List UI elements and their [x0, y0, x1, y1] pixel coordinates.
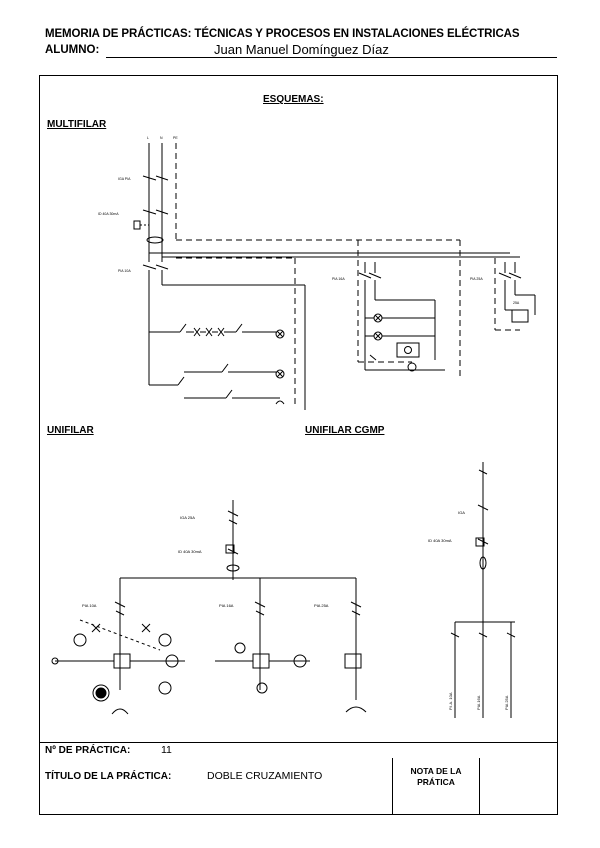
- unifilar-cgmp-diagram: IGA ID 40A 30mA P.I.A. 10A PIA 16A PIA 2…: [428, 462, 516, 718]
- drawing-frame: [39, 75, 558, 815]
- mf-circuit25-label: 25A: [513, 301, 520, 305]
- unifilar-cgmp-title: UNIFILAR CGMP: [305, 425, 385, 436]
- cgmp-iga-label: IGA: [458, 510, 465, 515]
- mf-iga-label: IGA PIA: [118, 177, 131, 181]
- multifilar-title: MULTIFILAR: [47, 119, 107, 130]
- practice-number: 11: [161, 744, 172, 756]
- unifilar-title: UNIFILAR: [47, 425, 94, 436]
- cgmp-pia25-label: PIA 25A: [504, 695, 509, 710]
- student-label: ALUMNO:: [45, 44, 100, 56]
- practice-title-label: TÍTULO DE LA PRÁCTICA:: [45, 771, 172, 782]
- grade-right-border: [479, 758, 480, 815]
- schemes-title: ESQUEMAS:: [263, 94, 324, 105]
- mf-pia10-label: PIA 10A: [118, 269, 131, 273]
- practice-title: DOBLE CRUZAMIENTO: [207, 770, 323, 782]
- uf-pia16-label: PIA 16A: [219, 603, 234, 608]
- unifilar-diagram: IGA 25A ID 40A 30mA PIA 10A PIA 16A: [51, 500, 367, 715]
- conductor-n-label: N: [160, 136, 163, 140]
- course-title: MEMORIA DE PRÁCTICAS: TÉCNICAS Y PROCESO…: [45, 28, 520, 40]
- uf-iga-label: IGA 25A: [180, 515, 195, 520]
- conductor-l-label: L: [147, 136, 149, 140]
- cgmp-pia16-label: PIA 16A: [476, 695, 481, 710]
- grade-label: NOTA DE LA PRÁTICA: [410, 766, 462, 787]
- mf-differential-label: ID 40A 30mA: [98, 212, 119, 216]
- conductor-pe-label: PE: [173, 136, 178, 140]
- grade-left-border: [392, 758, 393, 815]
- uf-differential-label: ID 40A 30mA: [178, 549, 202, 554]
- student-underline: [106, 57, 557, 58]
- cgmp-pia10-label: P.I.A. 10A: [448, 692, 453, 710]
- practice-number-label: Nº DE PRÁCTICA:: [45, 745, 131, 756]
- uf-pia10-label: PIA 10A: [82, 603, 97, 608]
- cgmp-differential-label: ID 40A 30mA: [428, 538, 452, 543]
- uf-pia25-label: PIA 25A: [314, 603, 329, 608]
- multifilar-diagram: L N PE IGA PIA ID 40A 30mA PIA 10A: [98, 136, 536, 410]
- student-name: Juan Manuel Domínguez Díaz: [214, 42, 389, 57]
- mf-pia25-label: PIA 25A: [470, 277, 483, 281]
- mf-pia16-label: PIA 16A: [332, 277, 345, 281]
- footer-top-line: [39, 742, 558, 743]
